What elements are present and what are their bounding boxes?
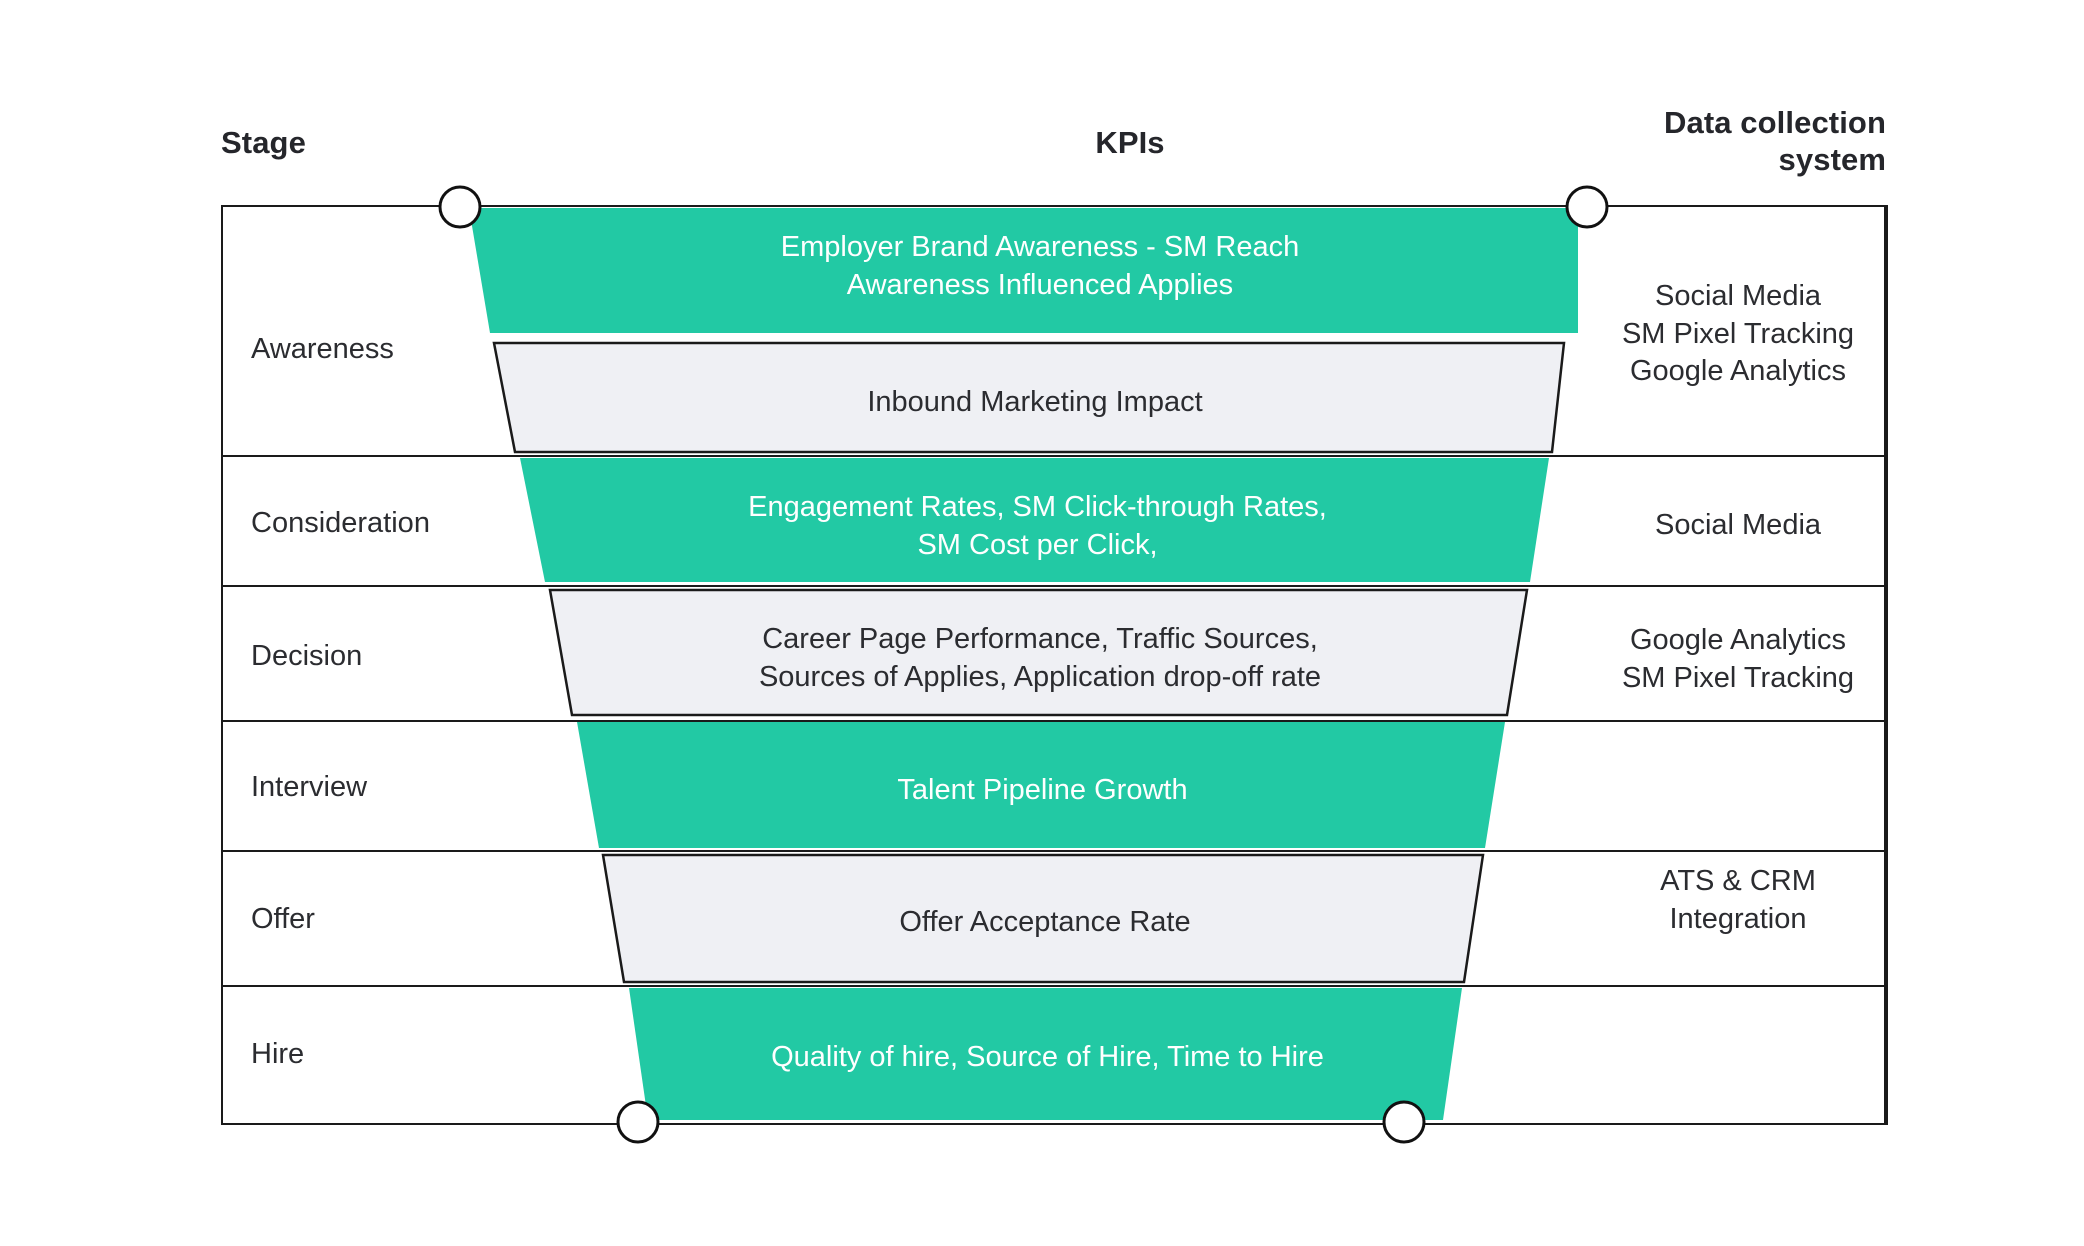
kpi-line: Sources of Applies, Application drop-off… [758, 661, 1322, 694]
dcs-line: ATS & CRM [1660, 865, 1816, 897]
dcs-line: Integration [1669, 902, 1807, 935]
kpi-line: Awareness Influenced Applies [846, 269, 1234, 302]
data-collection-ats-crm: ATS & CRM Integration [1590, 863, 1886, 938]
kpi-line: Engagement Rates, SM Click-through Rates… [748, 491, 1327, 523]
row-divider-2 [221, 585, 1886, 587]
dcs-line: SM Pixel Tracking [1621, 661, 1855, 694]
kpi-line: Inbound Marketing Impact [867, 386, 1203, 418]
kpi-line: Quality of hire, Source of Hire, Time to… [771, 1041, 1324, 1073]
row-divider-3 [221, 720, 1886, 722]
column-header-kpis: KPIs [1095, 125, 1165, 160]
column-header-stage: Stage [221, 125, 306, 160]
kpi-line: SM Cost per Click, [917, 529, 1158, 562]
dcs-line: Google Analytics [1629, 624, 1846, 656]
data-collection-decision: Google Analytics SM Pixel Tracking [1590, 622, 1886, 697]
row-divider-1 [221, 455, 1886, 457]
stage-label-decision: Decision [251, 640, 363, 672]
kpi-line: Employer Brand Awareness - SM Reach [780, 231, 1300, 263]
kpi-line: Offer Acceptance Rate [899, 906, 1191, 938]
stage-label-awareness: Awareness [251, 333, 394, 365]
data-collection-awareness: Social Media SM Pixel Tracking Google An… [1590, 278, 1886, 391]
kpi-decision-grey: Career Page Performance, Traffic Sources… [600, 620, 1480, 697]
kpi-interview-teal: Talent Pipeline Growth [620, 771, 1465, 809]
kpi-line: Talent Pipeline Growth [897, 774, 1188, 806]
kpi-consideration-teal: Engagement Rates, SM Click-through Rates… [580, 488, 1495, 565]
kpi-awareness-teal: Employer Brand Awareness - SM Reach Awar… [560, 228, 1520, 305]
data-collection-consideration: Social Media [1590, 507, 1886, 545]
dcs-line: SM Pixel Tracking [1621, 317, 1855, 350]
data-collection-header-line-2: system [1778, 141, 1886, 177]
stage-label-consideration: Consideration [251, 507, 430, 539]
row-divider-5 [221, 985, 1886, 987]
kpi-offer-grey: Offer Acceptance Rate [645, 903, 1445, 941]
row-divider-4 [221, 850, 1886, 852]
stage-label-offer: Offer [251, 903, 315, 935]
kpi-line: Career Page Performance, Traffic Sources… [762, 623, 1318, 655]
data-collection-column-divider [1886, 205, 1888, 1125]
dcs-line: Google Analytics [1629, 355, 1846, 388]
dcs-line: Social Media [1654, 280, 1822, 312]
stage-label-interview: Interview [251, 771, 368, 803]
stage-column-divider [221, 205, 223, 1125]
kpi-hire-teal: Quality of hire, Source of Hire, Time to… [665, 1038, 1430, 1076]
column-header-data-collection-system: Data collection system [1560, 105, 1886, 178]
kpi-awareness-grey: Inbound Marketing Impact [560, 383, 1510, 421]
stage-label-hire: Hire [251, 1038, 305, 1070]
data-collection-header-line-1: Data collection [1664, 105, 1886, 140]
dcs-line: Social Media [1654, 509, 1822, 541]
